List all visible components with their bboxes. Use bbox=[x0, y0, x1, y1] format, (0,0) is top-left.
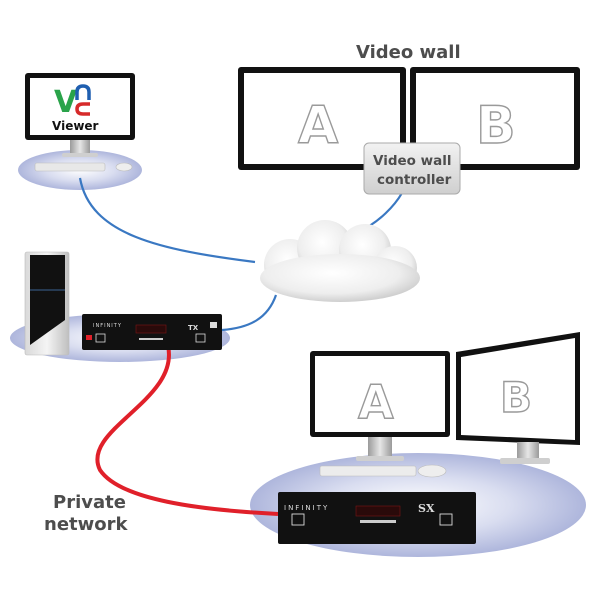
svg-text:controller: controller bbox=[377, 172, 452, 188]
vnc-mouse bbox=[115, 162, 133, 172]
vnc-viewer-computer: V Viewer bbox=[25, 73, 135, 172]
transmitter-power-led bbox=[86, 335, 92, 340]
desk-mouse bbox=[417, 464, 447, 478]
vnc-logo-n bbox=[75, 84, 91, 100]
receiver-unit: INFINITY SX bbox=[278, 492, 476, 544]
private-network-cable bbox=[95, 345, 279, 516]
vnc-logo-c bbox=[75, 102, 90, 116]
vnc-keyboard bbox=[34, 162, 106, 172]
video-wall-screen-b: B bbox=[410, 67, 580, 170]
svg-text:A: A bbox=[298, 96, 338, 156]
video-wall-screen-a: A bbox=[238, 67, 406, 170]
vnc-logo-v: V bbox=[54, 85, 78, 120]
svg-text:B: B bbox=[500, 373, 532, 422]
vnc-viewer-label: Viewer bbox=[52, 119, 99, 133]
video-wall-controller: Video wall controller bbox=[363, 142, 461, 195]
private-network-label-line1: Private bbox=[53, 492, 126, 513]
transmitter-unit: INFINITY TX bbox=[82, 314, 222, 350]
video-wall-label: Video wall bbox=[356, 42, 461, 63]
vnc-network-cable bbox=[78, 177, 256, 264]
desk-monitor-a: A bbox=[310, 351, 450, 461]
svg-text:TX: TX bbox=[188, 324, 199, 332]
svg-text:Video wall: Video wall bbox=[373, 153, 451, 169]
private-network-label-line2: network bbox=[44, 514, 128, 535]
desk-keyboard bbox=[319, 465, 417, 477]
source-tower-pc bbox=[24, 251, 70, 356]
desk-monitor-b: B bbox=[456, 332, 580, 464]
svg-text:INFINITY: INFINITY bbox=[93, 323, 122, 329]
svg-text:B: B bbox=[476, 96, 516, 156]
internet-cloud bbox=[260, 220, 420, 302]
transmitter-network-cable bbox=[221, 294, 278, 332]
svg-text:INFINITY: INFINITY bbox=[284, 504, 329, 512]
svg-text:SX: SX bbox=[418, 502, 435, 515]
svg-text:A: A bbox=[358, 375, 394, 429]
